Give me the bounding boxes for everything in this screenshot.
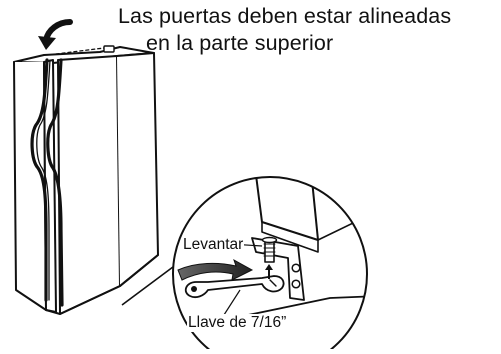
refrigerator-right-side	[116, 52, 159, 287]
wrench-label-pointer	[221, 289, 241, 319]
caption-line-2: en la parte superior	[146, 31, 334, 55]
refrigerator-left-side	[13, 61, 47, 311]
wrench	[184, 275, 285, 299]
caption-line-1: Las puertas deben estar alineadas	[118, 4, 452, 28]
curved-arrow-down-icon	[38, 19, 73, 50]
wrench-label: Llave de 7/16”	[187, 314, 288, 332]
refrigerator-base	[45, 254, 159, 315]
adjusting-bolt	[264, 239, 275, 263]
right-door-handle	[46, 58, 64, 307]
bracket-screw-2	[291, 279, 301, 289]
left-door-handle	[30, 58, 49, 302]
arrow-up-icon	[265, 264, 273, 279]
refrigerator	[13, 45, 159, 315]
right-door	[57, 55, 121, 315]
alignment-dashed-line	[55, 47, 105, 55]
rotate-arrow-icon	[177, 258, 254, 281]
bracket-screw-1	[291, 263, 301, 273]
top-hinge	[103, 45, 115, 53]
lift-label: Levantar	[182, 236, 245, 254]
inset-fridge-side	[255, 177, 319, 241]
